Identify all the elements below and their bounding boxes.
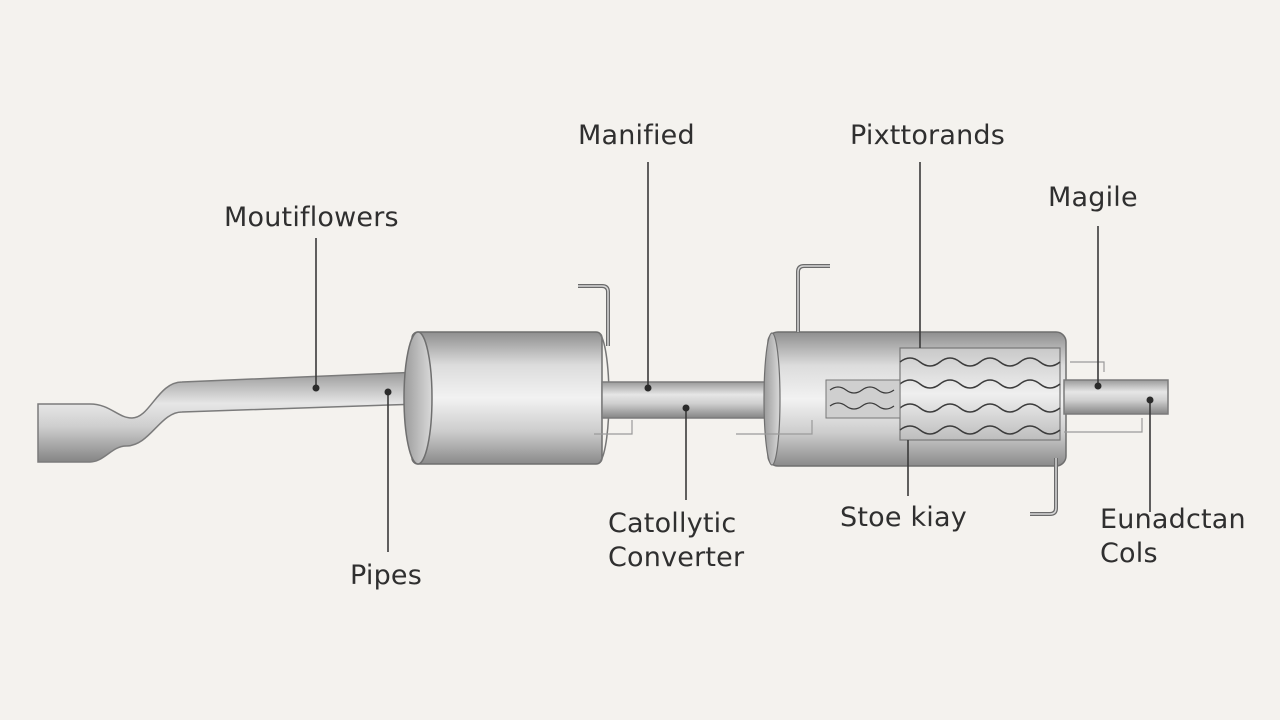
outline-details	[594, 361, 1143, 435]
leader-moutiflowers	[312, 238, 320, 392]
tail-pipe	[1063, 379, 1169, 415]
label-stoe-kiay: Stoe kiay	[840, 502, 967, 533]
label-catalytic-line2: Converter	[608, 542, 745, 573]
rear-canister	[763, 331, 1067, 467]
label-eunadctan-line1: Eunadctan	[1100, 504, 1246, 535]
leader-pipes	[384, 388, 392, 552]
front-muffler	[403, 331, 610, 465]
leader-eunadctan	[1146, 396, 1154, 512]
leader-catalytic	[682, 404, 690, 500]
label-catalytic-line1: Catollytic	[608, 508, 736, 539]
right-upper-hanger	[796, 264, 830, 332]
label-magile: Magile	[1048, 182, 1138, 213]
leader-magile	[1094, 226, 1102, 390]
label-pixttorands: Pixttorands	[850, 120, 1005, 151]
label-eunadctan-line2: Cols	[1100, 538, 1158, 569]
leader-manified	[644, 162, 652, 392]
left-hanger-bracket	[578, 284, 610, 346]
right-lower-hanger	[1030, 458, 1058, 516]
label-pipes: Pipes	[350, 560, 422, 591]
label-manified: Manified	[578, 120, 695, 151]
label-moutiflowers: Moutiflowers	[224, 202, 399, 233]
wave-pattern	[899, 357, 1061, 435]
inlet-pipe	[37, 371, 421, 463]
